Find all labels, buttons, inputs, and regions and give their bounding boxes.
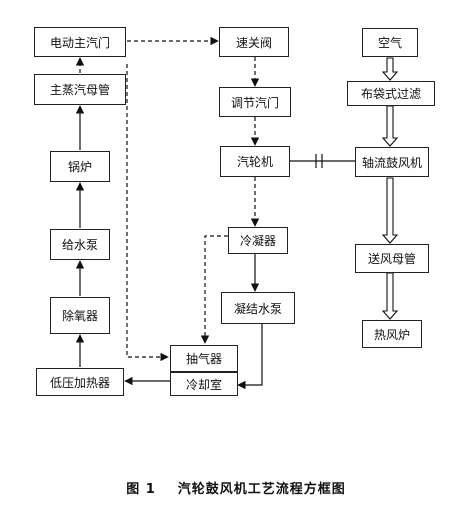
air-arrow-filter-to-blower bbox=[381, 105, 399, 147]
arrow-condensatepump-to-cooler bbox=[237, 324, 263, 390]
air-extractor-box: 抽气器 bbox=[170, 345, 238, 372]
feed-water-pump-box: 给水泵 bbox=[50, 229, 110, 260]
air-arrow-blower-to-header bbox=[381, 177, 399, 244]
steam-turbine-box: 汽轮机 bbox=[220, 146, 290, 177]
condensate-pump-box: 凝结水泵 bbox=[221, 292, 295, 324]
axial-blower-box: 轴流鼓风机 bbox=[355, 147, 429, 177]
arrow-electricvalve-to-extractor bbox=[126, 64, 169, 362]
air-arrow-air-to-filter bbox=[381, 57, 399, 81]
low-pressure-heater-box: 低压加热器 bbox=[36, 368, 124, 396]
bag-filter-box: 布袋式过滤 bbox=[347, 81, 435, 106]
cooling-chamber-box: 冷却室 bbox=[170, 372, 238, 396]
air-arrow-header-to-stove bbox=[381, 272, 399, 320]
deaerator-box: 除氧器 bbox=[50, 297, 110, 334]
quick-shut-valve-box: 速关阀 bbox=[219, 27, 289, 57]
electric-main-steam-valve-box: 电动主汽门 bbox=[34, 27, 126, 57]
figure-number: 图 1 bbox=[126, 482, 156, 497]
arrow-condenser-to-extractor bbox=[200, 235, 228, 344]
regulating-valve-box: 调节汽门 bbox=[219, 87, 291, 117]
hot-blast-stove-box: 热风炉 bbox=[362, 320, 422, 348]
air-supply-header-box: 送风母管 bbox=[355, 244, 429, 273]
boiler-box: 锅炉 bbox=[50, 151, 110, 182]
air-box: 空气 bbox=[362, 28, 418, 57]
figure-caption: 图 1 汽轮鼓风机工艺流程方框图 bbox=[0, 478, 472, 497]
condenser-box: 冷凝器 bbox=[228, 227, 288, 254]
figure-title: 汽轮鼓风机工艺流程方框图 bbox=[177, 482, 346, 497]
main-steam-header-box: 主蒸汽母管 bbox=[34, 74, 126, 105]
